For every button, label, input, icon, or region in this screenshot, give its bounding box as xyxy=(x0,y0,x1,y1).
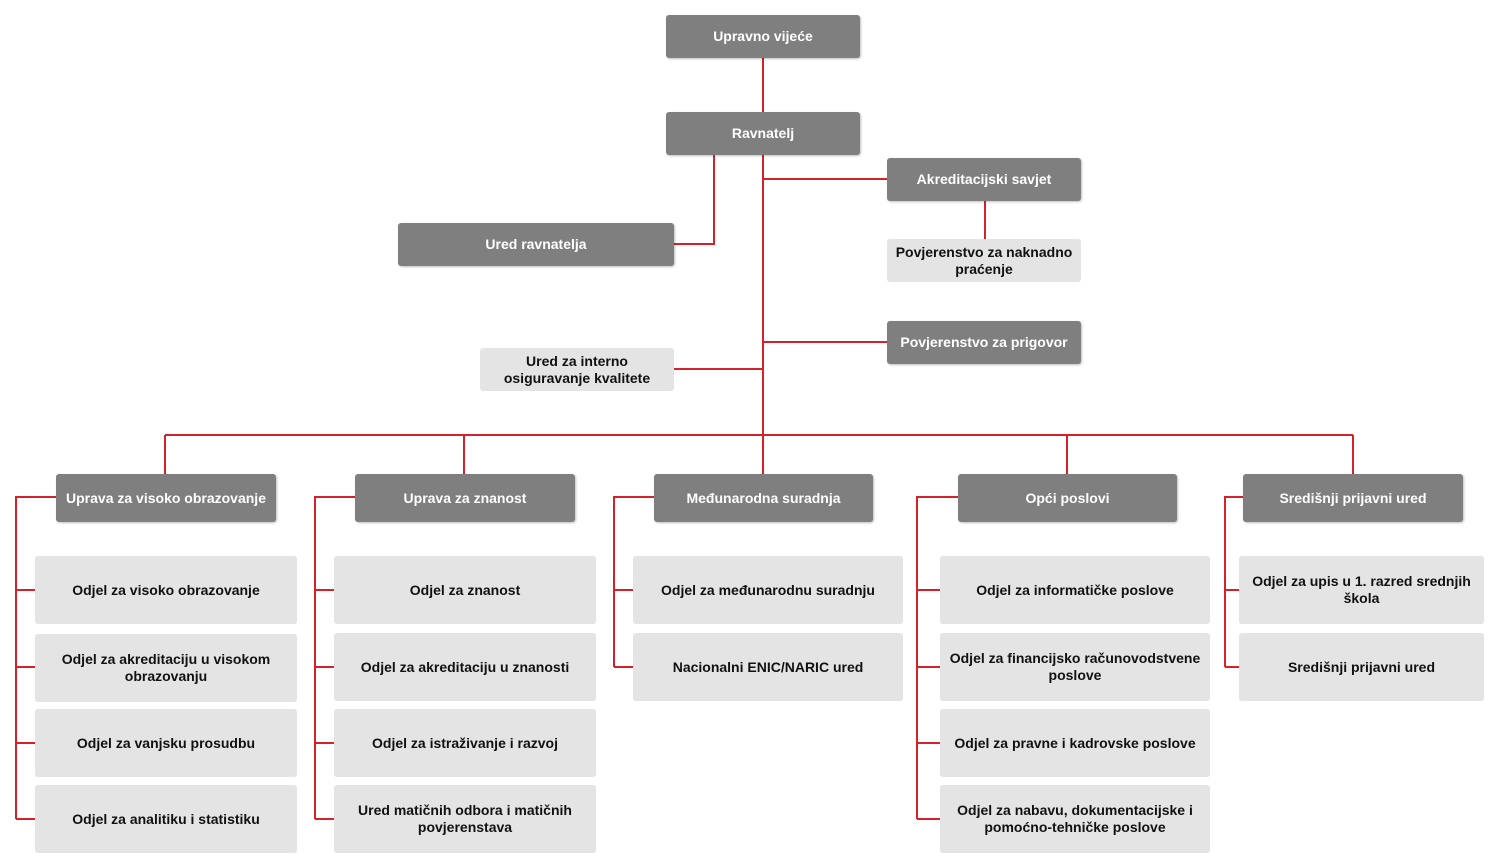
unit-label: Ured matičnih odbora i matičnih povjeren… xyxy=(358,802,572,835)
unit-label: Odjel za pravne i kadrovske poslove xyxy=(954,734,1196,751)
council-label: Upravno vijeće xyxy=(713,28,813,44)
connector-col4-ticks xyxy=(917,589,941,820)
unit-box: Odjel za informatičke poslove xyxy=(940,556,1210,624)
director-office-box: Ured ravnatelja xyxy=(398,223,674,266)
unit-label: Odjel za nabavu, dokumentacijske i pomoć… xyxy=(957,802,1193,835)
unit-label: Odjel za akreditaciju u znanosti xyxy=(360,658,570,675)
connector-col5-ticks xyxy=(1225,589,1240,668)
dept-title: Uprava za znanost xyxy=(403,489,527,506)
unit-box: Odjel za akreditaciju u visokom obrazova… xyxy=(35,634,297,702)
unit-label: Odjel za akreditaciju u visokom obrazova… xyxy=(61,651,271,684)
unit-box: Odjel za nabavu, dokumentacijske i pomoć… xyxy=(940,785,1210,853)
unit-box: Središnji prijavni ured xyxy=(1239,633,1484,701)
unit-label: Odjel za upis u 1. razred srednjih škola xyxy=(1252,573,1471,606)
unit-label: Odjel za financijsko računovodstvene pos… xyxy=(949,650,1201,683)
connector-col5-spine xyxy=(1224,496,1244,667)
unit-box: Odjel za upis u 1. razred srednjih škola xyxy=(1239,556,1484,624)
followup-committee-label: Povjerenstvo za naknadno praćenje xyxy=(895,243,1073,277)
unit-label: Odjel za analitiku i statistiku xyxy=(72,810,260,827)
director-box: Ravnatelj xyxy=(666,112,860,155)
unit-label: Odjel za vanjsku prosudbu xyxy=(76,734,256,751)
unit-box: Odjel za pravne i kadrovske poslove xyxy=(940,709,1210,777)
unit-box: Odjel za analitiku i statistiku xyxy=(35,785,297,853)
quality-office-label: Ured za interno osiguravanje kvalitete xyxy=(503,352,651,386)
accreditation-council-box: Akreditacijski savjet xyxy=(887,158,1081,201)
council-box: Upravno vijeće xyxy=(666,15,860,58)
connector-col1-spine xyxy=(15,496,57,819)
dept-general-affairs-box: Opći poslovi xyxy=(958,474,1177,522)
connector-col4-spine xyxy=(916,496,959,819)
dept-science-box: Uprava za znanost xyxy=(355,474,575,522)
connector-col1-ticks xyxy=(16,589,36,820)
unit-box: Odjel za visoko obrazovanje xyxy=(35,556,297,624)
unit-box: Odjel za financijsko računovodstvene pos… xyxy=(940,633,1210,701)
dept-international-box: Međunarodna suradnja xyxy=(654,474,873,522)
unit-box: Odjel za akreditaciju u znanosti xyxy=(334,633,596,701)
unit-box: Nacionalni ENIC/NARIC ured xyxy=(633,633,903,701)
followup-committee-box: Povjerenstvo za naknadno praćenje xyxy=(887,239,1081,282)
connector-col3-spine xyxy=(613,496,655,667)
connector-col3-ticks xyxy=(614,589,634,668)
complaints-committee-box: Povjerenstvo za prigovor xyxy=(887,321,1081,364)
unit-box: Odjel za znanost xyxy=(334,556,596,624)
unit-label: Odjel za informatičke poslove xyxy=(976,581,1174,598)
unit-box: Odjel za međunarodnu suradnju xyxy=(633,556,903,624)
quality-office-box: Ured za interno osiguravanje kvalitete xyxy=(480,348,674,391)
dept-higher-education-box: Uprava za visoko obrazovanje xyxy=(56,474,276,522)
connector-director-office xyxy=(673,154,715,245)
connector-col2-spine xyxy=(314,496,356,819)
unit-box: Odjel za vanjsku prosudbu xyxy=(35,709,297,777)
unit-label: Središnji prijavni ured xyxy=(1287,658,1436,675)
dept-title: Uprava za visoko obrazovanje xyxy=(66,489,266,506)
unit-label: Odjel za visoko obrazovanje xyxy=(72,581,260,598)
director-office-label: Ured ravnatelja xyxy=(485,236,587,252)
unit-label: Nacionalni ENIC/NARIC ured xyxy=(672,658,864,675)
unit-label: Odjel za znanost xyxy=(409,581,521,598)
unit-label: Odjel za istraživanje i razvoj xyxy=(372,734,558,751)
unit-box: Odjel za istraživanje i razvoj xyxy=(334,709,596,777)
accreditation-council-label: Akreditacijski savjet xyxy=(916,171,1052,187)
dept-title: Međunarodna suradnja xyxy=(686,489,841,506)
unit-box: Ured matičnih odbora i matičnih povjeren… xyxy=(334,785,596,853)
director-label: Ravnatelj xyxy=(731,125,795,141)
dept-title: Opći poslovi xyxy=(1025,489,1110,506)
dept-title: Središnji prijavni ured xyxy=(1279,489,1427,506)
dept-central-application-box: Središnji prijavni ured xyxy=(1243,474,1463,522)
unit-label: Odjel za međunarodnu suradnju xyxy=(661,581,875,598)
complaints-committee-label: Povjerenstvo za prigovor xyxy=(900,334,1068,350)
connector-col2-ticks xyxy=(315,589,335,820)
